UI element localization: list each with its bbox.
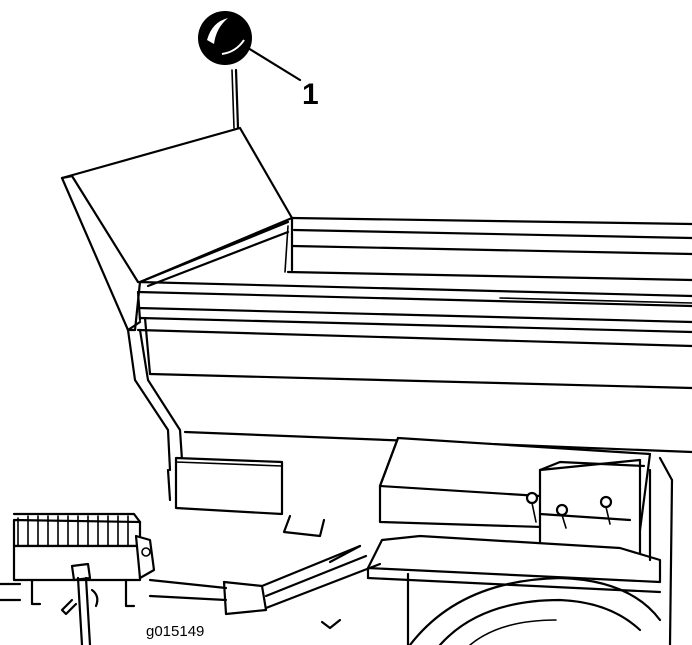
wheel (408, 576, 662, 645)
reflector-block (174, 456, 284, 516)
callout-label-1: 1 (302, 78, 319, 111)
figure-id: g015149 (146, 623, 204, 640)
warning-beacon-icon (198, 11, 252, 130)
hopper-box (136, 216, 692, 390)
battery-clamps (30, 562, 136, 645)
control-box (378, 436, 652, 562)
battery (12, 512, 156, 582)
tow-arm (0, 544, 382, 630)
front-hood (60, 126, 294, 332)
control-knobs (525, 491, 613, 529)
callout-leader-1 (246, 46, 302, 82)
bracket (282, 514, 326, 538)
